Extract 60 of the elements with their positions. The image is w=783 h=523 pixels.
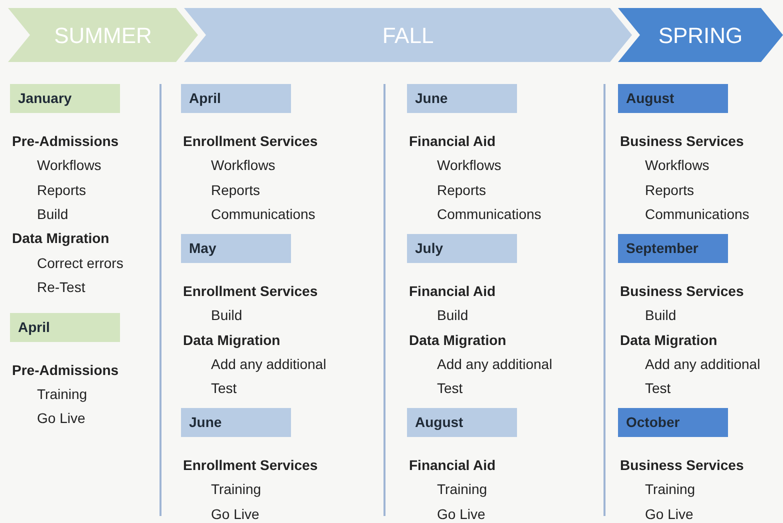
month-header: September (618, 234, 728, 263)
task-item: Re-Test (37, 278, 86, 297)
task-item: Go Live (437, 504, 486, 523)
task-item: Communications (645, 204, 750, 224)
month-header: June (181, 408, 291, 438)
team-heading: Enrollment Services (183, 282, 318, 301)
month-header: June (407, 84, 517, 113)
team-heading: Data Migration (12, 229, 110, 248)
team-heading: Pre-Admissions (12, 132, 119, 151)
task-item: Build (37, 204, 68, 224)
team-heading: Business Services (620, 132, 744, 151)
month-header: January (10, 84, 120, 113)
phase-label: SUMMER (54, 22, 152, 50)
team-heading: Data Migration (409, 330, 506, 350)
month-header: August (407, 408, 517, 438)
task-item: Test (211, 379, 237, 398)
team-heading: Financial Aid (409, 282, 496, 301)
task-item: Workflows (437, 156, 502, 176)
task-item: Go Live (211, 504, 260, 523)
task-item: Build (645, 306, 676, 326)
task-item: Add any additional (645, 354, 760, 374)
month-header: October (618, 408, 728, 438)
task-item: Workflows (645, 156, 710, 176)
task-item: Training (437, 480, 488, 500)
task-item: Test (437, 379, 463, 398)
month-header: August (618, 84, 728, 113)
team-heading: Financial Aid (409, 456, 496, 476)
team-heading: Business Services (620, 282, 744, 301)
task-item: Training (645, 480, 696, 500)
task-item: Reports (437, 180, 486, 200)
team-heading: Financial Aid (409, 132, 496, 151)
task-item: Training (211, 480, 262, 500)
phase-label: SPRING (658, 22, 743, 50)
task-item: Training (37, 385, 88, 404)
team-heading: Business Services (620, 456, 744, 476)
team-heading: Enrollment Services (183, 132, 318, 151)
month-header: July (407, 234, 517, 263)
task-item: Add any additional (211, 354, 326, 374)
month-header: May (181, 234, 291, 263)
task-item: Test (645, 379, 671, 398)
task-item: Reports (37, 180, 86, 200)
task-item: Reports (211, 180, 260, 200)
team-heading: Pre-Admissions (12, 360, 119, 380)
task-item: Go Live (645, 504, 694, 523)
task-item: Communications (211, 204, 316, 224)
team-heading: Enrollment Services (183, 456, 318, 476)
task-item: Reports (645, 180, 694, 200)
month-header: April (181, 84, 291, 113)
task-item: Go Live (37, 409, 86, 428)
team-heading: Data Migration (620, 330, 718, 350)
task-item: Correct errors (37, 254, 124, 272)
team-heading: Data Migration (183, 330, 280, 350)
phase-label: FALL (382, 22, 434, 50)
task-item: Add any additional (437, 354, 552, 374)
month-header: April (10, 312, 120, 342)
task-item: Workflows (37, 156, 102, 176)
task-item: Workflows (211, 156, 276, 176)
task-item: Build (211, 306, 242, 326)
task-item: Build (437, 306, 468, 326)
task-item: Communications (437, 204, 542, 224)
